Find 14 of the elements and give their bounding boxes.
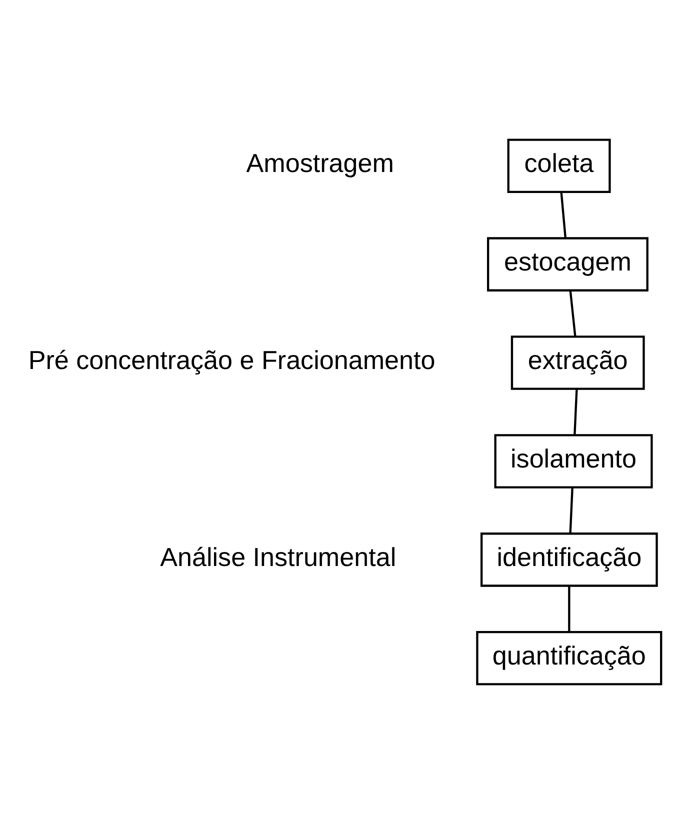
label: Análise Instrumental <box>160 542 396 572</box>
connector <box>569 290 576 336</box>
connector <box>568 586 570 632</box>
connector <box>560 192 566 238</box>
node-box: extração <box>510 336 645 390</box>
node-box: identificação <box>480 532 658 587</box>
node-box: estocagem <box>487 237 648 292</box>
node-box: coleta <box>507 138 611 193</box>
label: Amostragem <box>246 148 394 178</box>
connector <box>569 488 574 534</box>
node-box: isolamento <box>494 434 653 488</box>
node-box: quantificação <box>476 631 662 686</box>
connector <box>574 389 578 435</box>
label: Pré concentração e Fracionamento <box>28 345 436 376</box>
